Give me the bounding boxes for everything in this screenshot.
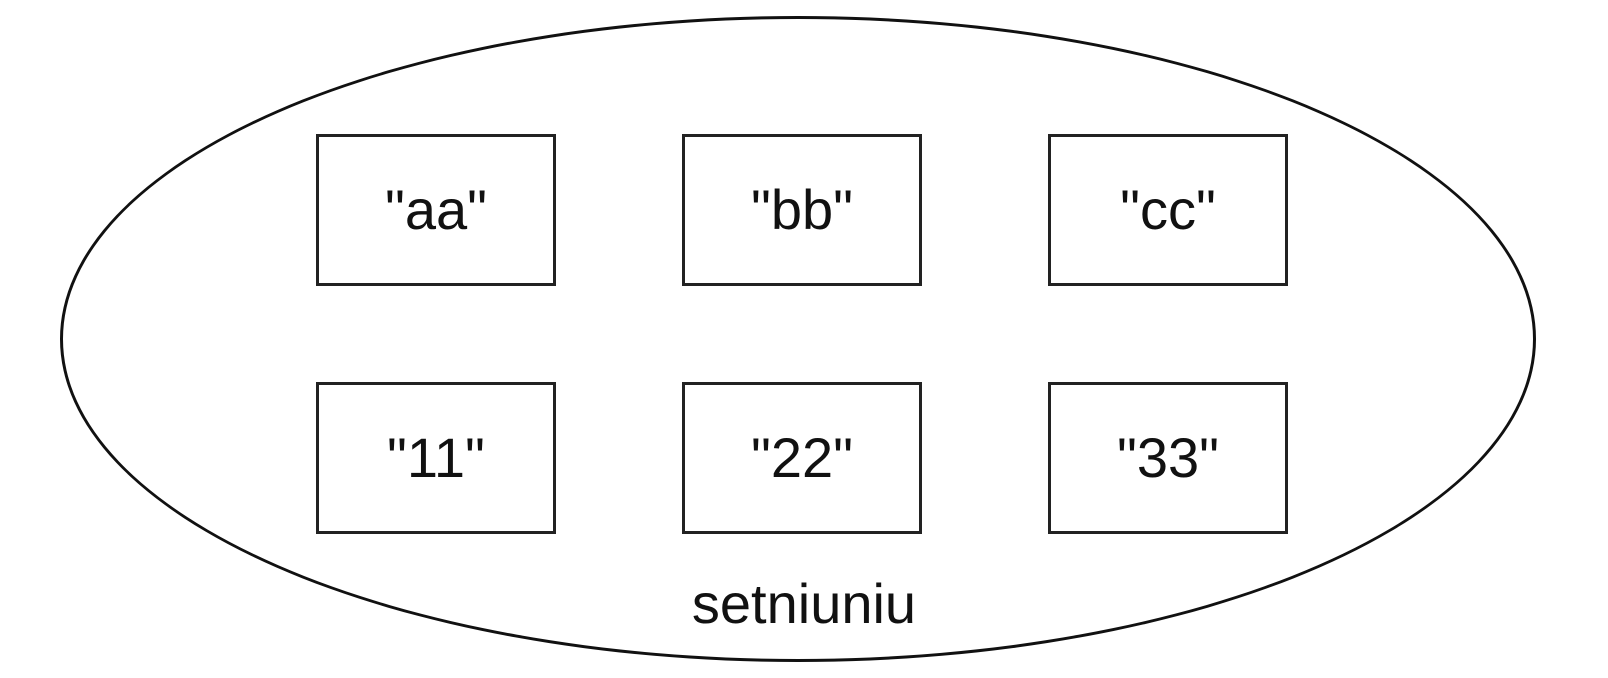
set-element-label: "22" <box>750 426 854 489</box>
set-element-33: "33" <box>1048 382 1288 534</box>
set-element-bb: "bb" <box>682 134 922 286</box>
set-element-cc: "cc" <box>1048 134 1288 286</box>
set-element-label: "aa" <box>384 178 488 241</box>
set-element-label: "bb" <box>750 178 854 241</box>
set-element-label: "33" <box>1116 426 1220 489</box>
set-ellipse <box>60 16 1536 662</box>
set-element-11: "11" <box>316 382 556 534</box>
set-element-22: "22" <box>682 382 922 534</box>
set-element-label: "11" <box>387 426 485 489</box>
set-name-label: setniuniu <box>691 572 917 635</box>
set-element-label: "cc" <box>1120 178 1216 241</box>
set-element-aa: "aa" <box>316 134 556 286</box>
